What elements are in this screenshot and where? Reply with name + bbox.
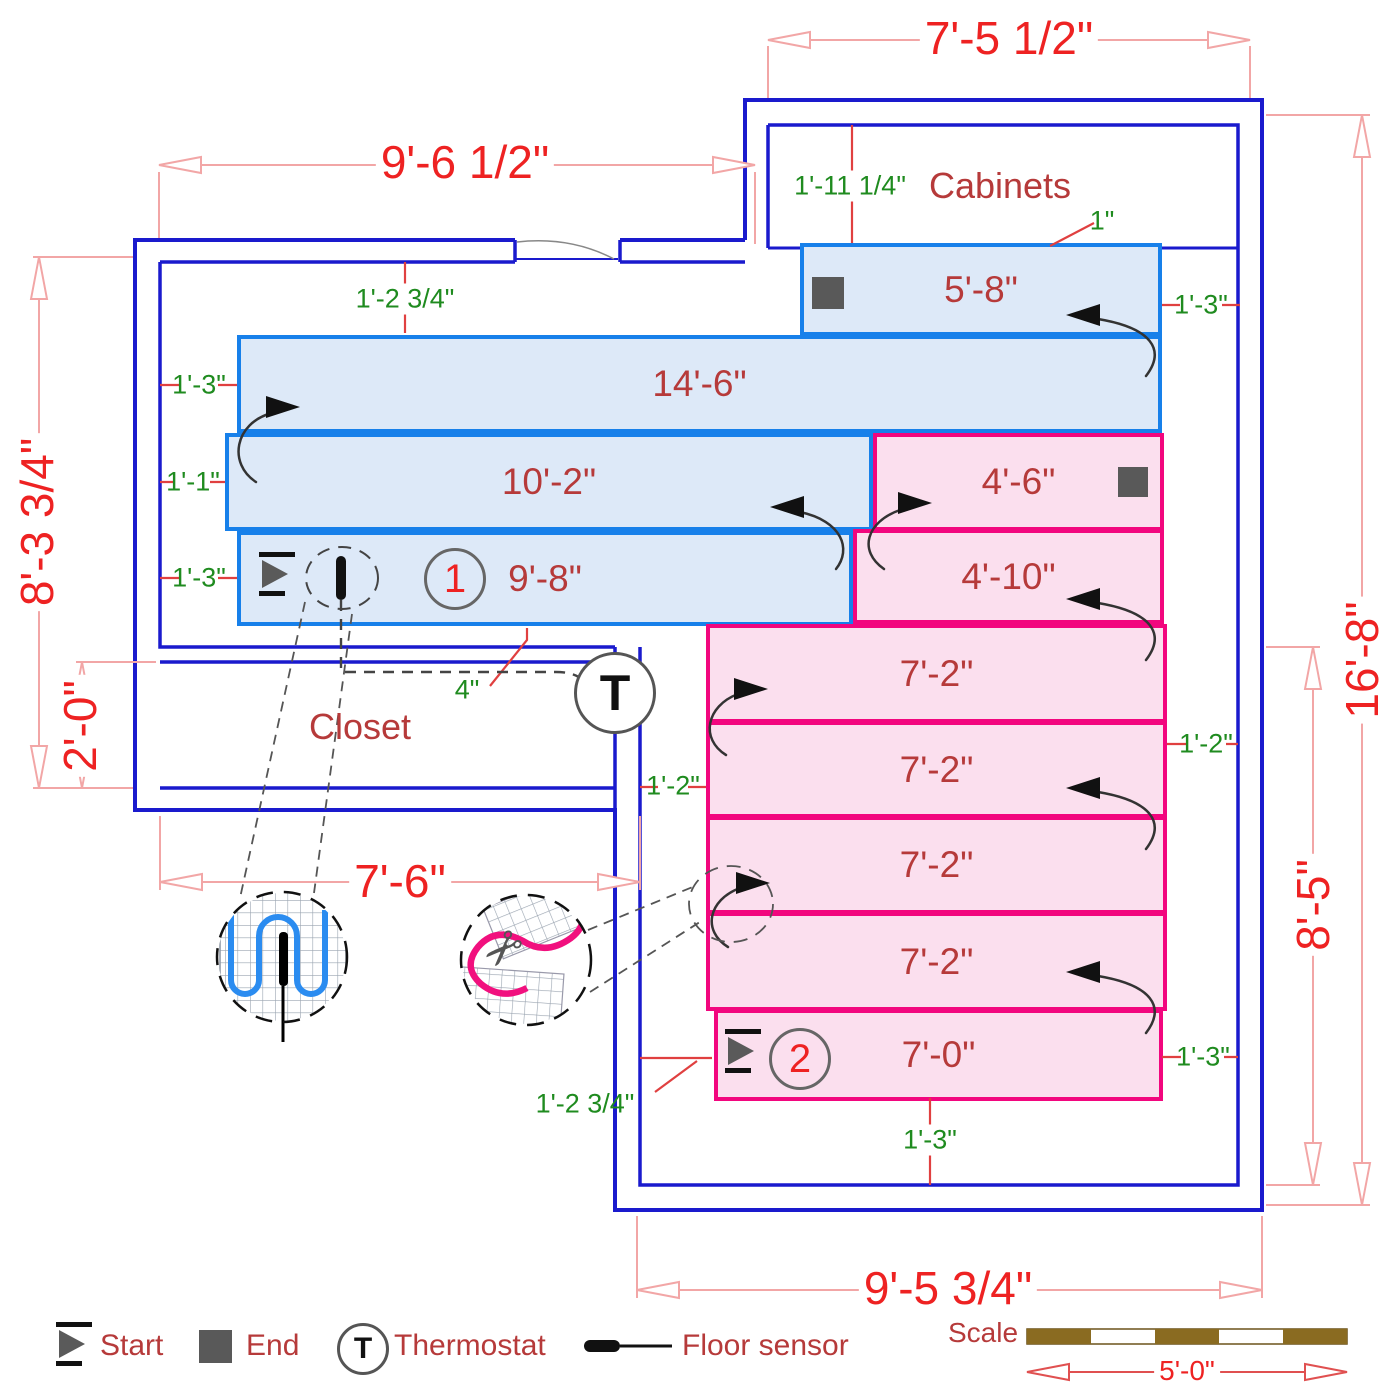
- legend-start-icon: [56, 1322, 92, 1366]
- heating-mat-zone2-row6: 7'-2": [706, 912, 1167, 1011]
- cabinets-label: Cabinets: [928, 165, 1072, 206]
- dim-closet-gap: 4": [454, 674, 480, 705]
- legend-thermostat-icon: T: [337, 1323, 389, 1375]
- thermostat-symbol: T: [574, 652, 656, 734]
- legend-start-label: Start: [100, 1329, 164, 1362]
- legend-end-label: End: [246, 1329, 300, 1362]
- heating-mat-zone2-row3: 7'-2": [706, 624, 1167, 723]
- mat-length-label: 10'-2": [501, 461, 597, 502]
- dim-offset-bottom-left: 1'-2 3/4": [535, 1088, 635, 1119]
- dim-cabinet-width: 7'-5 1/2": [919, 11, 1099, 65]
- dim-room-height: 8'-3 3/4": [10, 432, 64, 612]
- end-marker-zone2: [1118, 467, 1148, 497]
- legend-thermostat-label: Thermostat: [394, 1329, 546, 1362]
- start-marker-zone2: [725, 1029, 761, 1073]
- scale-label: Scale: [947, 1317, 1019, 1348]
- dim-gap-right-mid: 1'-2": [1179, 728, 1233, 759]
- legend-floor-sensor-label: Floor sensor: [682, 1329, 849, 1362]
- dim-gap-bottom: 1'-3": [898, 1124, 962, 1156]
- dim-room-width: 9'-6 1/2": [375, 135, 555, 189]
- legend-end-icon: [199, 1330, 232, 1363]
- mat-length-label: 14'-6": [652, 363, 747, 404]
- end-marker-zone1: [812, 277, 844, 309]
- heating-mat-zone2-row2: 4'-10": [853, 529, 1164, 624]
- scale-length-label: 5'-0": [1154, 1355, 1220, 1387]
- flag-bar: [725, 1029, 761, 1034]
- flag-bar: [56, 1322, 92, 1327]
- heating-mat-zone1-row3: 10'-2": [225, 433, 873, 531]
- heating-mat-zone1-row1: 5'-8": [800, 243, 1162, 336]
- flag-bar: [259, 591, 285, 596]
- flag-bar: [56, 1361, 82, 1366]
- start-marker-zone1: [259, 552, 295, 596]
- dim-gap-left-row2: 1'-3": [172, 369, 226, 400]
- dimension-lines: [29, 30, 1372, 1300]
- door-swing-arc: [516, 240, 615, 260]
- heating-mat-zone1-row4: 9'-8": [237, 531, 853, 626]
- mat-length-label: 7'-2": [899, 940, 974, 982]
- dim-bottom-width: 9'-5 3/4": [858, 1261, 1038, 1315]
- dim-lower-height: 8'-5": [1286, 854, 1340, 956]
- dim-gap-left-row4: 1'-3": [172, 562, 226, 593]
- heating-mat-zone2-row5: 7'-2": [706, 816, 1167, 914]
- flag-triangle-icon: [59, 1330, 85, 1358]
- dim-gap-left-row3: 1'-1": [166, 466, 220, 497]
- mat-length-label: 7'-0": [901, 1034, 976, 1075]
- mat-length-label: 5'-8": [944, 268, 1018, 310]
- scissors-icon: ✂: [468, 914, 535, 981]
- mat-length-label: 7'-2": [899, 748, 974, 790]
- dim-gap-left-mid: 1'-2": [646, 770, 700, 801]
- flag-bar: [259, 552, 295, 557]
- dim-mat-gap-cabinet: 1": [1089, 205, 1115, 236]
- flag-triangle-icon: [728, 1037, 754, 1065]
- flag-triangle-icon: [262, 560, 288, 588]
- mat-length-label: 9'-8": [508, 557, 582, 599]
- zone-1-number-badge: 1: [424, 548, 486, 610]
- zone-2-number-badge: 2: [769, 1028, 831, 1090]
- dim-total-height: 16'-8": [1335, 596, 1389, 724]
- dim-closet-height: 2'-0": [53, 675, 107, 777]
- heating-mat-zone2-row4: 7'-2": [706, 721, 1167, 818]
- closet-label: Closet: [308, 706, 412, 747]
- sensor-detail-circle: [215, 890, 349, 1042]
- heating-mat-zone1-row2: 14'-6": [237, 335, 1162, 433]
- dim-closet-width: 7'-6": [349, 854, 451, 908]
- mat-length-label: 4'-10": [961, 555, 1056, 597]
- mat-length-label: 4'-6": [981, 461, 1056, 502]
- mat-length-label: 7'-2": [899, 652, 974, 694]
- dim-offset-top: 1'-2 3/4": [350, 283, 460, 315]
- legend-floor-sensor-icon: [584, 1340, 672, 1352]
- flag-bar: [725, 1068, 751, 1073]
- dim-cabinet-depth: 1'-11 1/4": [789, 170, 911, 202]
- dim-gap-right-bottom: 1'-3": [1176, 1041, 1230, 1072]
- dim-gap-right-top: 1'-3": [1174, 289, 1228, 320]
- mat-length-label: 7'-2": [899, 844, 974, 885]
